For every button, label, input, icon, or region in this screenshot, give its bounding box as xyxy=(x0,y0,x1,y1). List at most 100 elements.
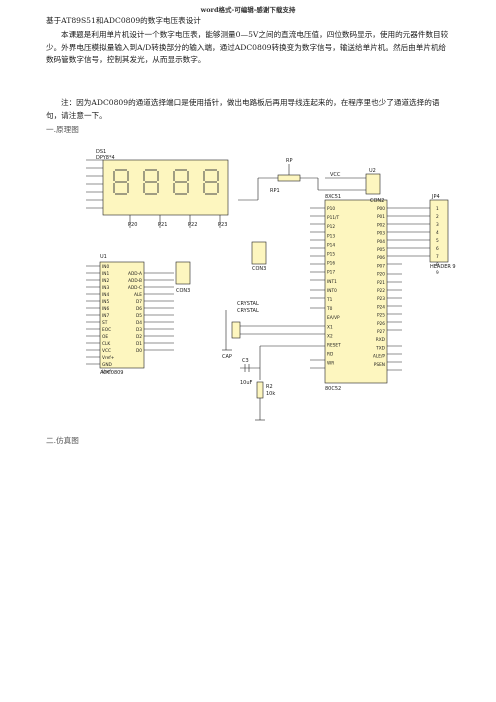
mcu-pin-left-9: INT0 xyxy=(327,288,337,294)
mcu-pin-left-14: X2 xyxy=(327,333,333,339)
mcu-pin-left-17: WR xyxy=(327,361,334,367)
jp4-pin-0: 1 xyxy=(436,206,439,212)
page-header: word格式-可编辑-感谢下载支持 xyxy=(200,6,296,14)
mcu-pin-left-10: T1 xyxy=(326,297,333,303)
jp4-pin-2: 3 xyxy=(436,222,439,228)
r2-label: R2 xyxy=(266,384,273,390)
adc-pin-left-7: IN7 xyxy=(102,313,109,319)
mcu-pin-right-1: P01 xyxy=(377,214,385,220)
cap-label: CAP xyxy=(222,354,232,360)
mcu-pin-right-6: P06 xyxy=(377,255,385,261)
jp4-pin-3: 4 xyxy=(436,230,439,236)
mcu-pin-left-8: INT1 xyxy=(327,279,337,285)
c3-label: C3 xyxy=(242,358,249,364)
c3-value: 10uF xyxy=(240,380,253,386)
display-block xyxy=(102,159,229,216)
adc-pin-right-1: ADD-B xyxy=(128,278,142,284)
ds1-label: DS1 xyxy=(96,149,106,155)
adc-pin-left-14: GND xyxy=(102,362,113,368)
adc-label: ADC0809 xyxy=(100,370,124,376)
mcu-pin-left-2: P12 xyxy=(327,224,335,230)
mcu-pin-left-0: P10 xyxy=(327,206,335,212)
adc-pin-left-9: EOC xyxy=(102,327,111,333)
mcu-pin-right-19: PSEN xyxy=(374,362,385,368)
mcu-pin-right-7: P07 xyxy=(377,263,385,269)
mcu-pin-right-2: P02 xyxy=(377,222,385,228)
mcu-pin-right-10: P22 xyxy=(377,288,385,294)
adc-pin-right-7: D4 xyxy=(136,320,142,326)
adc-pin-right-2: ADD-C xyxy=(128,285,142,291)
seg-pin-0: P20 xyxy=(128,222,137,228)
con3-label-right: CON3 xyxy=(252,266,266,272)
adc-pin-right-9: D2 xyxy=(136,334,142,340)
adc-pin-left-4: IN4 xyxy=(102,292,109,298)
jp4-pin-4: 5 xyxy=(436,238,439,244)
section-heading-simulation: 二.仿真图 xyxy=(46,436,79,445)
mcu-pin-left-5: P15 xyxy=(327,252,335,258)
adc-pin-left-2: IN2 xyxy=(102,278,109,284)
mcu-top-label: 8XC51 xyxy=(325,194,341,200)
mcu-pin-left-16: RD xyxy=(327,352,334,358)
header9-label: HEADER 9 xyxy=(430,264,456,270)
crystal-label-2: CRYSTAL xyxy=(237,308,259,314)
adc-pin-right-10: D1 xyxy=(136,341,142,347)
crystal-label-1: CRYSTAL xyxy=(237,301,259,307)
adc-pin-left-13: Vref+ xyxy=(102,355,115,361)
adc-pin-right-8: D3 xyxy=(136,327,142,333)
note-paragraph: 注：因为ADC0809的通道选择端口是使用插针，做出电路板后再用导线连起来的，在… xyxy=(46,98,440,120)
adc-pin-left-12: VCC xyxy=(102,348,111,354)
mcu-pin-right-13: P25 xyxy=(377,313,385,319)
mcu-pin-left-7: P17 xyxy=(327,270,335,276)
mcu-pin-right-9: P21 xyxy=(377,280,385,286)
mcu-pin-left-4: P14 xyxy=(327,242,335,248)
mcu-pin-right-15: P27 xyxy=(377,329,385,335)
mcu-pin-right-0: P00 xyxy=(377,206,385,212)
adc-pin-left-15: Vref- xyxy=(102,369,113,375)
adc-pin-right-3: ALE xyxy=(134,292,142,298)
dpy-label: DPY8*4 xyxy=(96,155,115,161)
adc-pin-left-1: IN1 xyxy=(102,271,109,277)
mcu-pin-left-3: P13 xyxy=(327,233,335,239)
mcu-pin-left-6: P16 xyxy=(327,261,335,267)
con2-label: CON2 xyxy=(370,198,384,204)
rp1-label: RP1 xyxy=(270,188,280,194)
mcu-pin-right-18: ALE/P xyxy=(373,354,385,360)
jp4-label: JP4 xyxy=(431,194,440,200)
seg-pin-3: P23 xyxy=(218,222,227,228)
mcu-pin-left-1: P11/T xyxy=(327,215,340,221)
mcu-pin-right-11: P23 xyxy=(377,296,385,302)
r2-value: 10k xyxy=(266,391,275,397)
mcu-pin-right-16: RXD xyxy=(376,337,386,343)
seg-pin-1: P21 xyxy=(158,222,167,228)
adc-pin-left-5: IN5 xyxy=(102,299,109,305)
adc-pin-right-4: D7 xyxy=(136,299,142,305)
adc-pin-left-0: IN0 xyxy=(102,264,109,270)
jp4-pin-7: 8 xyxy=(436,262,439,268)
adc-pin-right-0: ADD-A xyxy=(128,271,142,277)
mcu-pin-right-12: P24 xyxy=(377,304,385,310)
jp4-pin-1: 2 xyxy=(436,214,439,220)
adc-pin-left-10: OE xyxy=(102,334,108,340)
mcu-pin-right-14: P26 xyxy=(377,321,385,327)
mcu-pin-left-11: T0 xyxy=(326,306,333,312)
section-heading-schematic: 一.原理图 xyxy=(46,125,79,134)
mcu-pin-right-17: TXD xyxy=(375,345,386,351)
adc-pin-left-11: CLK xyxy=(102,341,110,347)
adc-chip xyxy=(99,261,145,369)
u2-label: U2 xyxy=(369,168,376,174)
adc-pin-right-11: D0 xyxy=(136,348,142,354)
mcu-pin-right-5: P05 xyxy=(377,247,385,253)
document-title: 基于AT89S51和ADC0809的数字电压表设计 xyxy=(46,16,201,25)
mcu-pin-right-3: P03 xyxy=(377,231,385,237)
adc-pin-right-6: D5 xyxy=(136,313,142,319)
mcu-pin-right-4: P04 xyxy=(377,239,385,245)
mcu-pin-left-13: X1 xyxy=(327,324,333,330)
mcu-pin-left-12: EA/VP xyxy=(327,315,340,321)
u1-label: U1 xyxy=(100,254,107,260)
mcu-bottom-label: 80C52 xyxy=(325,386,341,392)
intro-paragraph: 本课题是利用单片机设计一个数字电压表，能够测量0—5V之间的直流电压值，四位数码… xyxy=(46,30,449,64)
rp-label: RP xyxy=(286,158,293,164)
mcu-pin-right-8: P20 xyxy=(377,272,385,278)
jp4-pin-5: 6 xyxy=(436,246,439,252)
